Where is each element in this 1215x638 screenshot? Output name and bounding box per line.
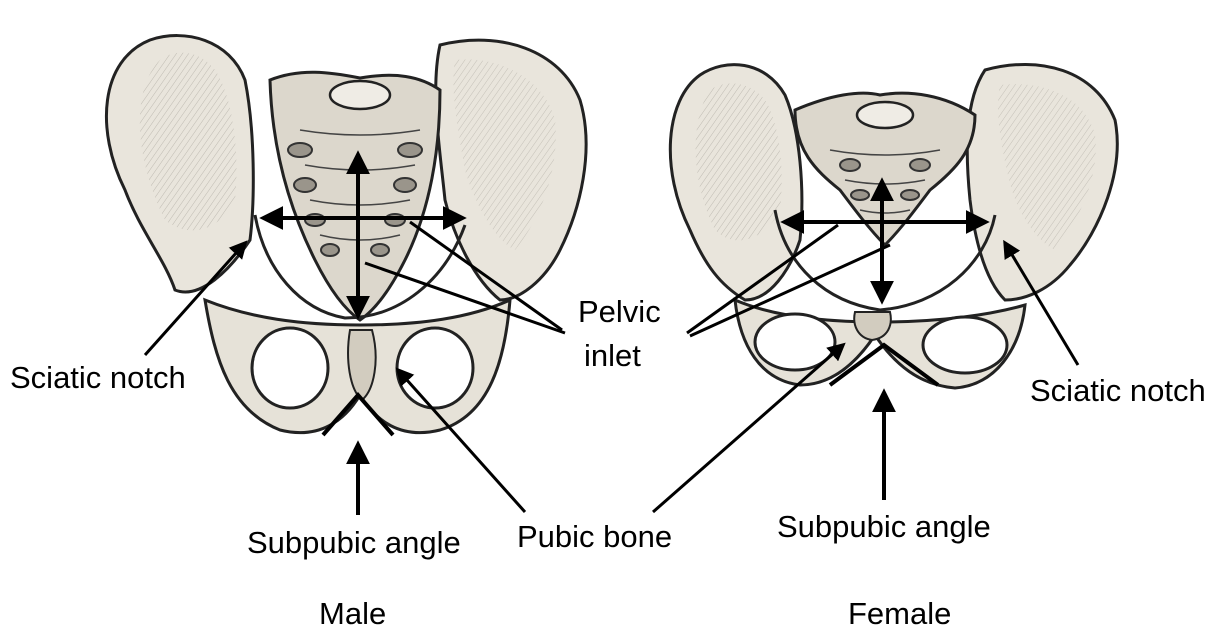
pelvic-inlet-label-line1: Pelvic xyxy=(578,296,661,327)
female-right-obturator-foramen xyxy=(923,317,1007,373)
pubic-bone-label: Pubic bone xyxy=(517,521,672,552)
female-caption: Female xyxy=(848,598,951,629)
subpubic-angle-label-female: Subpubic angle xyxy=(777,511,991,542)
sciatic-notch-label-female: Sciatic notch xyxy=(1030,375,1206,406)
male-caption: Male xyxy=(319,598,386,629)
female-pubic-bone-arrow xyxy=(653,345,843,512)
pelvic-inlet-label-line2: inlet xyxy=(584,340,641,371)
female-pelvis-illustration xyxy=(670,64,1117,388)
male-right-obturator-foramen xyxy=(397,328,473,408)
male-left-obturator-foramen xyxy=(252,328,328,408)
subpubic-angle-label-male: Subpubic angle xyxy=(247,527,461,558)
sciatic-notch-label-male: Sciatic notch xyxy=(10,362,186,393)
